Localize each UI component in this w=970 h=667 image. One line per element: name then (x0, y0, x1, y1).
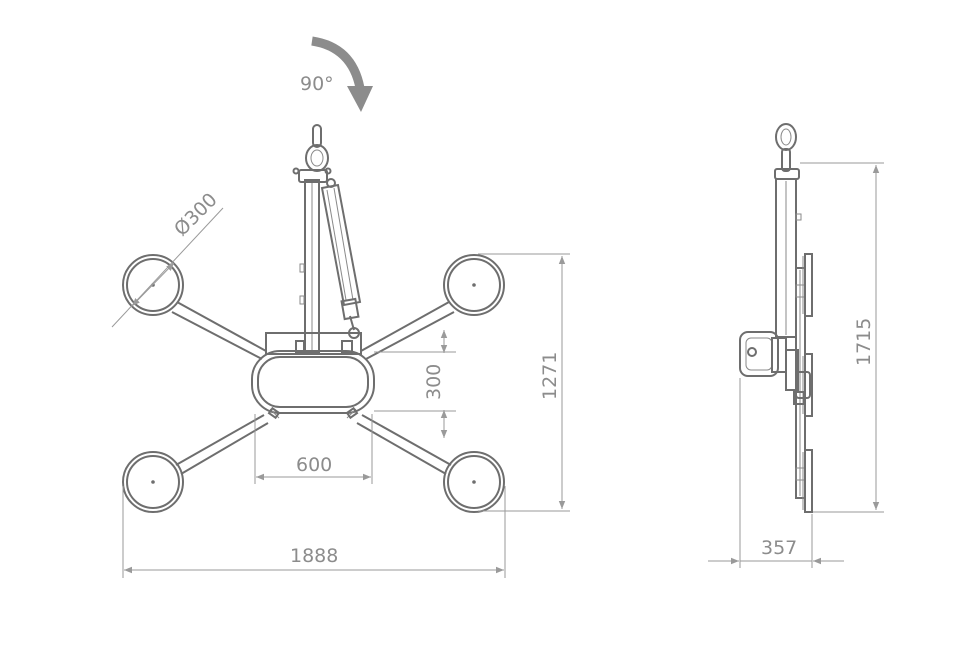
side-view: 1715 357 (708, 123, 884, 568)
dimension-cup-diameter-label: Ø300 (170, 189, 222, 241)
dimension-frame-height-label: 300 (423, 364, 445, 400)
side-suction-pads (802, 253, 813, 513)
lifter-mast (292, 167, 332, 353)
dimension-cup-diameter (111, 207, 224, 328)
base-block (265, 332, 362, 355)
lifting-eye-icon (305, 124, 329, 172)
dimension-side-depth-label: 357 (761, 537, 797, 559)
dimension-overall-width (122, 486, 506, 578)
rotation-arrow-icon (311, 36, 373, 112)
side-handle (739, 331, 811, 405)
dimension-overall-height (478, 253, 570, 512)
front-view: Ø300 600 300 1271 1888 (111, 124, 570, 578)
side-lifting-eye-icon (774, 123, 800, 180)
dimension-side-height (800, 162, 884, 513)
dimension-frame-width (254, 414, 373, 484)
dimension-side-height-label: 1715 (853, 318, 875, 366)
suction-cup-bottom-left (122, 451, 184, 513)
rotation-label: 90° (300, 73, 334, 95)
dimension-overall-width-label: 1888 (290, 545, 338, 567)
suction-cup-top-right (443, 254, 505, 316)
dimension-frame-width-label: 600 (296, 454, 332, 476)
side-mast (775, 178, 802, 338)
suction-cup-bottom-right (443, 451, 505, 513)
central-frame (251, 350, 375, 420)
dimension-frame-height (374, 330, 456, 438)
dimension-overall-height-label: 1271 (539, 352, 561, 400)
lifter-arms (171, 301, 455, 475)
dimension-side-depth (708, 378, 844, 568)
hydraulic-cylinder (320, 178, 362, 339)
